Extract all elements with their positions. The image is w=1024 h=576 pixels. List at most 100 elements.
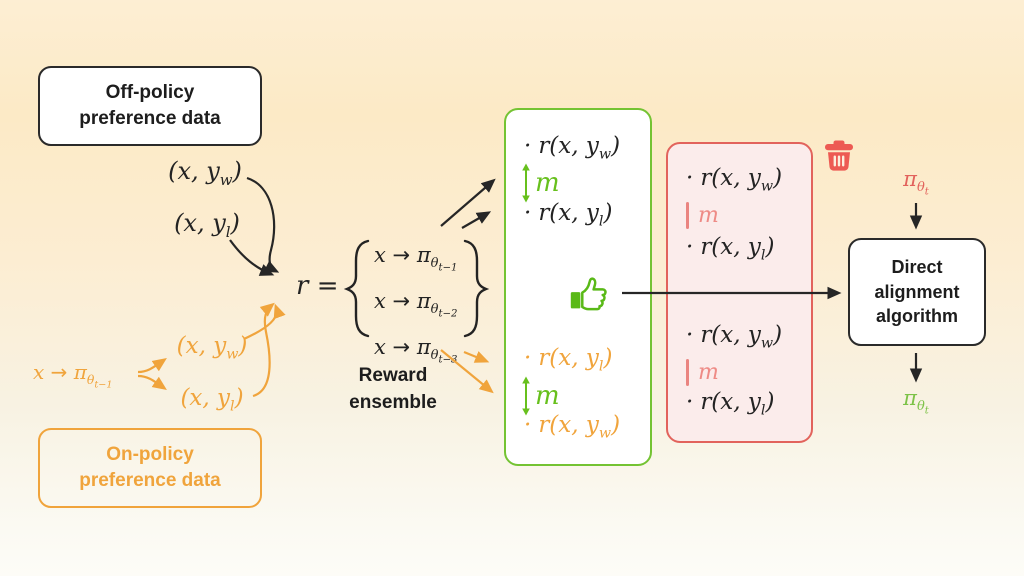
margin-m: m — [535, 168, 560, 198]
pi: π — [903, 386, 917, 410]
pair-winner-text: (x, y — [168, 157, 220, 185]
margin-m: m — [698, 359, 719, 385]
row2-theta: θ — [430, 301, 439, 317]
trash-icon — [825, 140, 853, 171]
row1-pi: π — [416, 243, 431, 267]
dot: · — [524, 133, 532, 159]
arrow-sample-loser — [137, 374, 167, 391]
on-policy-pair-loser: (x, yl) — [170, 387, 254, 414]
pair-loser-close: ) — [230, 209, 240, 237]
pink-bottom-reward-l: ·r(x, yl) — [686, 391, 774, 418]
green-top-margin: m — [520, 163, 560, 203]
reward-symbol: r — [296, 271, 309, 301]
off-policy-preference-data-box: Off-policy preference data — [38, 66, 262, 146]
reward-text: r(x, y — [700, 389, 761, 415]
pair-winner-sub: w — [219, 170, 233, 189]
reward-sub: w — [598, 425, 612, 442]
reward-sub: w — [598, 146, 612, 163]
row1-arrow: → — [392, 243, 411, 267]
reward-ensemble-set: x → πθt−1 x → πθt−2 x → πθt−3 — [374, 239, 458, 376]
updown-arrow-icon — [522, 163, 530, 203]
row1-x: x — [374, 243, 386, 267]
reward-text: r(x, y — [538, 412, 599, 438]
margin-m: m — [535, 381, 560, 411]
reward-close: ) — [773, 165, 783, 191]
reward-text: r(x, y — [538, 133, 599, 159]
subscript: t−1 — [94, 379, 113, 391]
arrow-offpolicy-loser-to-r — [229, 239, 275, 276]
on-policy-box-label: On-policy preference data — [79, 443, 221, 491]
off-policy-box-label: Off-policy preference data — [79, 81, 221, 129]
reward-text: r(x, y — [538, 345, 599, 371]
reward-close: ) — [603, 345, 613, 371]
reward-close: ) — [611, 412, 621, 438]
theta: θ — [86, 372, 95, 387]
dot: · — [686, 389, 694, 415]
reward-close: ) — [611, 133, 621, 159]
dot: · — [524, 200, 532, 226]
row3-arrow: → — [392, 334, 411, 359]
arrow-sample-winner — [137, 357, 167, 374]
arrow-ensemble-to-green-top-long — [440, 178, 496, 227]
row3-theta: θ — [430, 347, 439, 363]
pair-text: (x, y — [180, 385, 230, 411]
green-top-reward-l: ·r(x, yl) — [524, 202, 612, 229]
policy-in-label: πθt — [884, 169, 948, 198]
on-policy-preference-data-box: On-policy preference data — [38, 428, 262, 508]
reward-text: r(x, y — [700, 165, 761, 191]
ensemble-row-1: x → πθt−1 — [374, 239, 458, 285]
reward-sub: l — [598, 358, 604, 375]
reward-text: r(x, y — [700, 322, 761, 348]
reward-close: ) — [765, 234, 775, 260]
theta: θ — [916, 180, 925, 196]
dot: · — [686, 322, 694, 348]
reward-close: ) — [765, 389, 775, 415]
reward-close: ) — [603, 200, 613, 226]
arrow-ensemble-to-green-bottom-short — [463, 350, 490, 363]
pink-bottom-reward-w: ·r(x, yw) — [686, 324, 782, 351]
pair-loser-text: (x, y — [174, 209, 226, 237]
equals-sign: = — [316, 271, 339, 301]
row3-x: x — [374, 334, 386, 359]
reward-sub: l — [760, 402, 766, 419]
dot: · — [686, 165, 694, 191]
theta: θ — [916, 399, 925, 415]
green-bottom-reward-w: ·r(x, yw) — [524, 414, 620, 441]
margin-m: m — [698, 202, 719, 228]
off-policy-pair-winner: (x, yw) — [158, 159, 252, 188]
on-policy-pair-winner: (x, yw) — [168, 335, 256, 362]
green-bottom-reward-l: ·r(x, yl) — [524, 347, 612, 374]
reward-equation-lhs: r = — [296, 273, 339, 299]
discarded-comparisons-panel: ·r(x, yw) m ·r(x, yl) ·r(x, yw) m ·r(x, … — [666, 142, 813, 443]
reward-text: r(x, y — [700, 234, 761, 260]
pair-close: ) — [238, 333, 248, 359]
reward-ensemble-label: Reward ensemble — [349, 365, 437, 413]
small-margin-bar — [686, 202, 689, 229]
row2-arrow: → — [392, 288, 411, 313]
arrow: → — [50, 360, 68, 384]
pink-top-margin: m — [686, 202, 719, 229]
updown-arrow-icon — [522, 376, 530, 416]
ensemble-row-2: x → πθt−2 — [374, 285, 458, 331]
policy-out-label: πθt — [884, 388, 948, 417]
reward-close: ) — [773, 322, 783, 348]
green-top-reward-w: ·r(x, yw) — [524, 135, 620, 162]
kept-comparisons-panel: ·r(x, yw) m ·r(x, yl) ·r(x, yl) m ·r(x, … — [504, 108, 652, 466]
direct-alignment-algorithm-box: Direct alignment algorithm — [848, 238, 986, 346]
row2-subscript: t−2 — [438, 308, 458, 320]
green-bottom-margin: m — [520, 376, 560, 416]
small-margin-bar — [686, 359, 689, 386]
row2-x: x — [374, 288, 386, 313]
row1-subscript: t−1 — [438, 262, 458, 274]
pair-sub: l — [230, 398, 235, 415]
pi: π — [903, 167, 917, 191]
dot: · — [686, 234, 694, 260]
direct-alignment-box-label: Direct alignment algorithm — [874, 256, 960, 327]
pink-bottom-margin: m — [686, 359, 719, 386]
row3-pi: π — [416, 334, 431, 359]
pi: π — [73, 360, 87, 384]
pair-sub: w — [226, 346, 239, 363]
on-policy-sampling-expression: x → πθt−1 — [33, 362, 113, 390]
pair-winner-close: ) — [232, 157, 242, 185]
